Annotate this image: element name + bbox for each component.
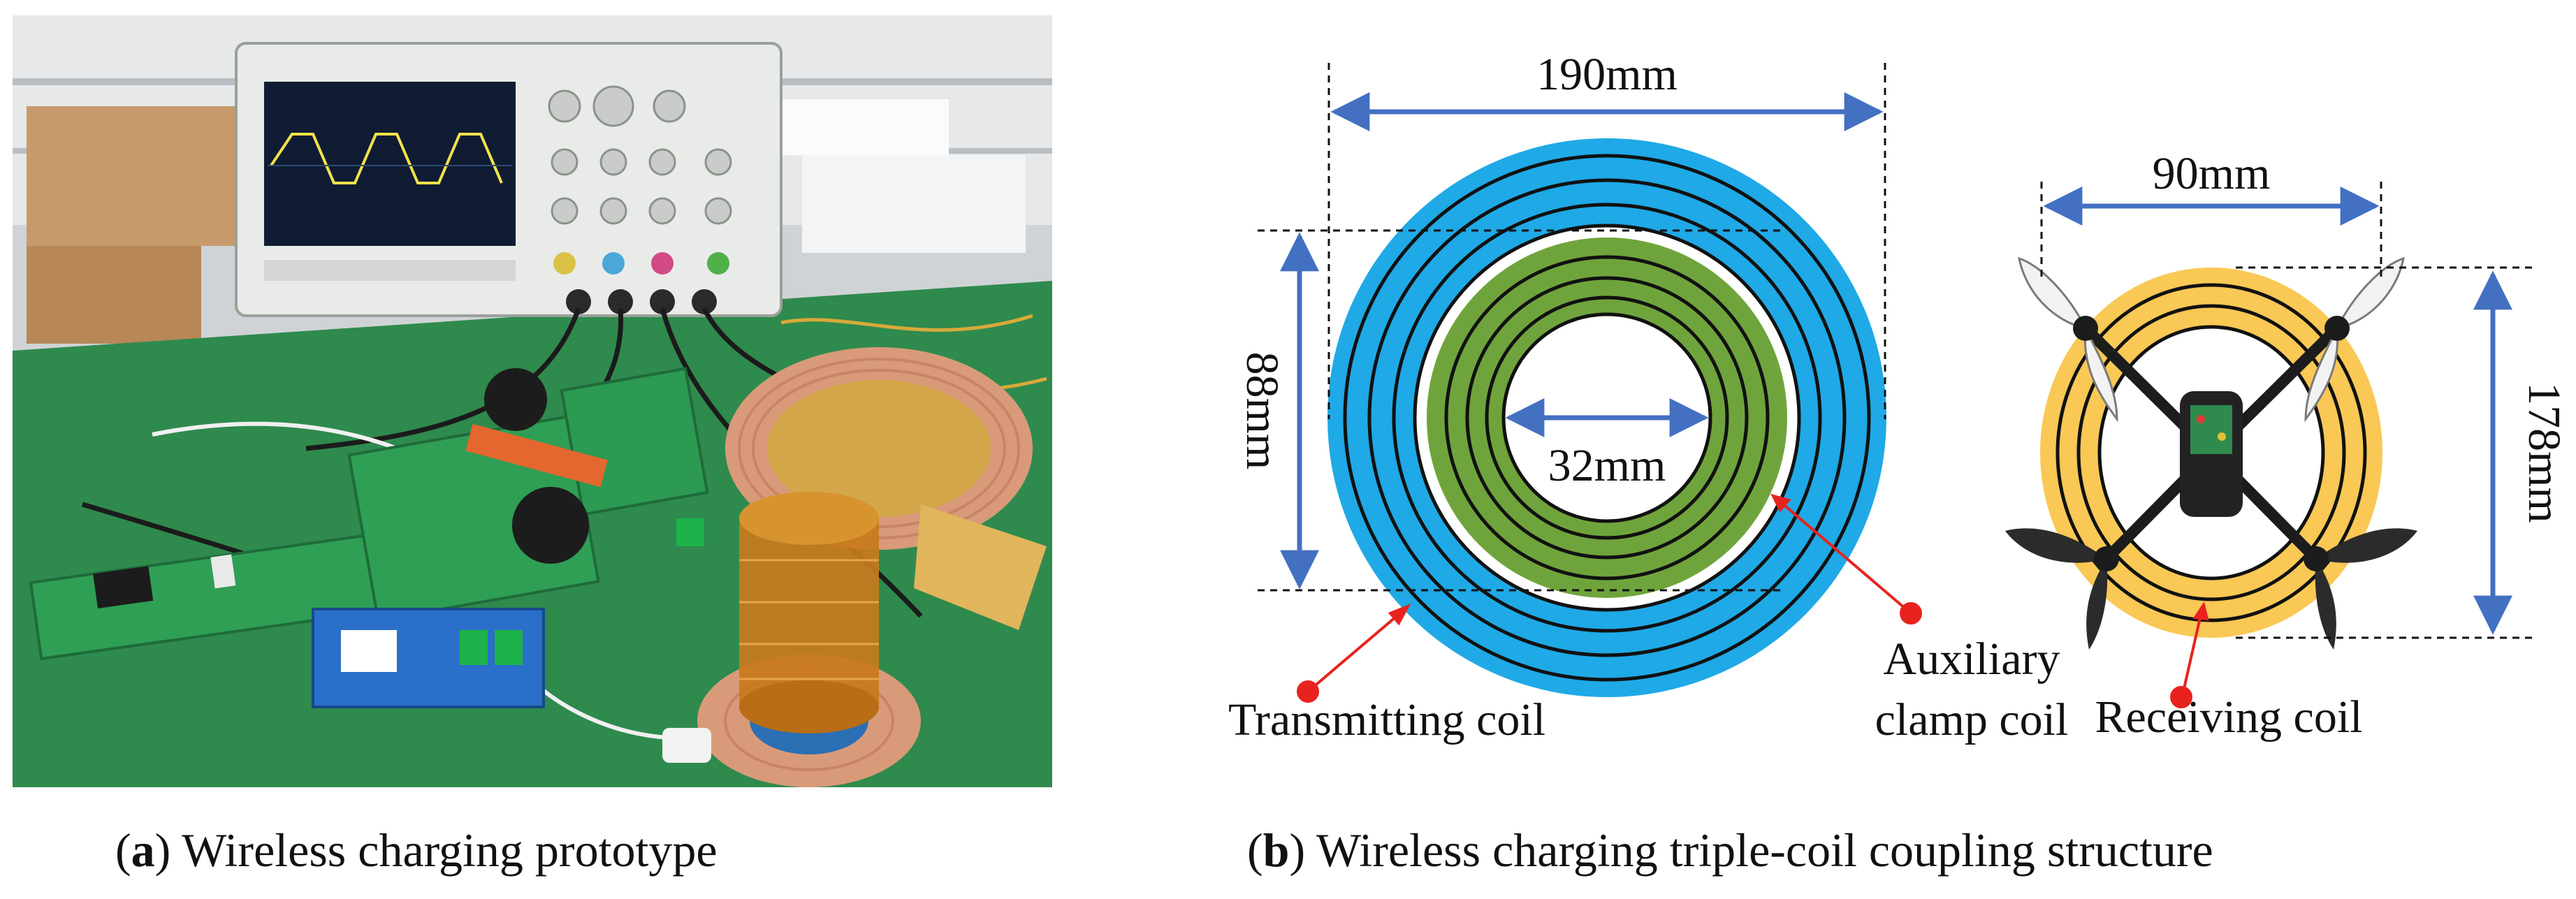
dim-90mm: 90mm (2153, 148, 2271, 199)
caption-a-label: a (131, 824, 155, 877)
prototype-photo (13, 15, 1052, 787)
caption-b-label: b (1262, 824, 1290, 877)
dim-32mm: 32mm (1548, 440, 1666, 491)
caption-b-text: Wireless charging triple-coil coupling s… (1316, 824, 2213, 877)
label-auxiliary-line1: Auxiliary (1884, 634, 2060, 685)
dim-178mm: 178mm (2519, 382, 2570, 523)
drone-icon (2005, 256, 2417, 650)
coil-diagram: 190mm 88mm 32mm 90mm 178mm Transmitting … (1228, 49, 2570, 745)
dim-190mm: 190mm (1536, 49, 1678, 100)
caption-a-text: Wireless charging prototype (182, 824, 718, 877)
caption-b: (b) Wireless charging triple-coil coupli… (1247, 824, 2213, 877)
label-receiving-coil: Receiving coil (2095, 692, 2362, 743)
label-transmitting-coil: Transmitting coil (1228, 694, 1545, 745)
caption-a: (a) Wireless charging prototype (115, 824, 718, 877)
label-auxiliary-line2: clamp coil (1875, 694, 2069, 745)
dim-88mm: 88mm (1237, 352, 1288, 470)
